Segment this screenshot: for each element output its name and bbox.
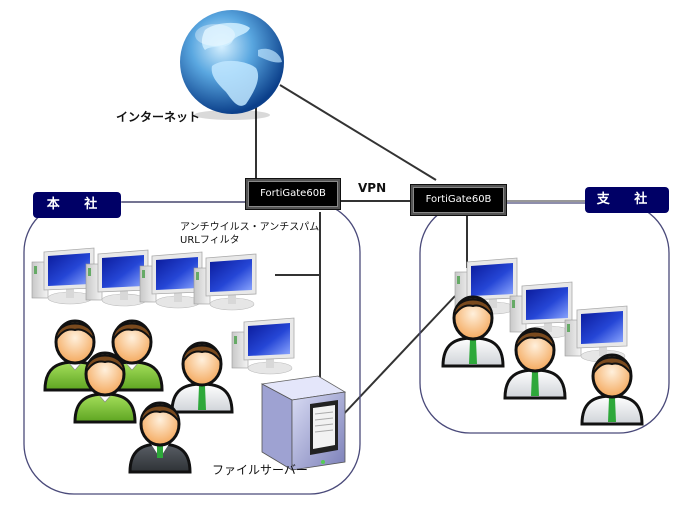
network-links xyxy=(255,84,468,419)
user-icon xyxy=(172,343,232,412)
pc-icon xyxy=(231,317,295,375)
security-features-line2: URLフィルタ xyxy=(180,235,240,246)
head-office-firewall: FortiGate60B xyxy=(246,179,340,209)
link-internet-to-branch-fw xyxy=(279,84,437,181)
vpn-label: VPN xyxy=(358,181,387,195)
user-icon xyxy=(582,355,642,424)
link-server-to-branch xyxy=(339,295,456,419)
pc-icon xyxy=(85,249,149,307)
security-features-line1: アンチウイルス・アンチスパム xyxy=(180,222,320,233)
pc-icon xyxy=(31,247,95,305)
pc-icon xyxy=(139,251,203,309)
pc-icon xyxy=(193,253,257,311)
head-office-tab: 本 社 xyxy=(33,192,121,218)
file-server-icon xyxy=(260,375,347,471)
user-icon xyxy=(505,329,565,398)
branch-office-firewall: FortiGate60B xyxy=(411,185,506,215)
globe-icon xyxy=(180,10,284,120)
branch-office-tab: 支 社 xyxy=(585,187,669,213)
internet-label: インターネット xyxy=(116,110,201,124)
file-server-label: ファイルサーバー xyxy=(212,463,308,477)
branch-office-boundary xyxy=(419,202,670,434)
head-office-boundary xyxy=(23,201,361,495)
pc-icon xyxy=(564,305,628,363)
head-office-users xyxy=(45,321,232,472)
